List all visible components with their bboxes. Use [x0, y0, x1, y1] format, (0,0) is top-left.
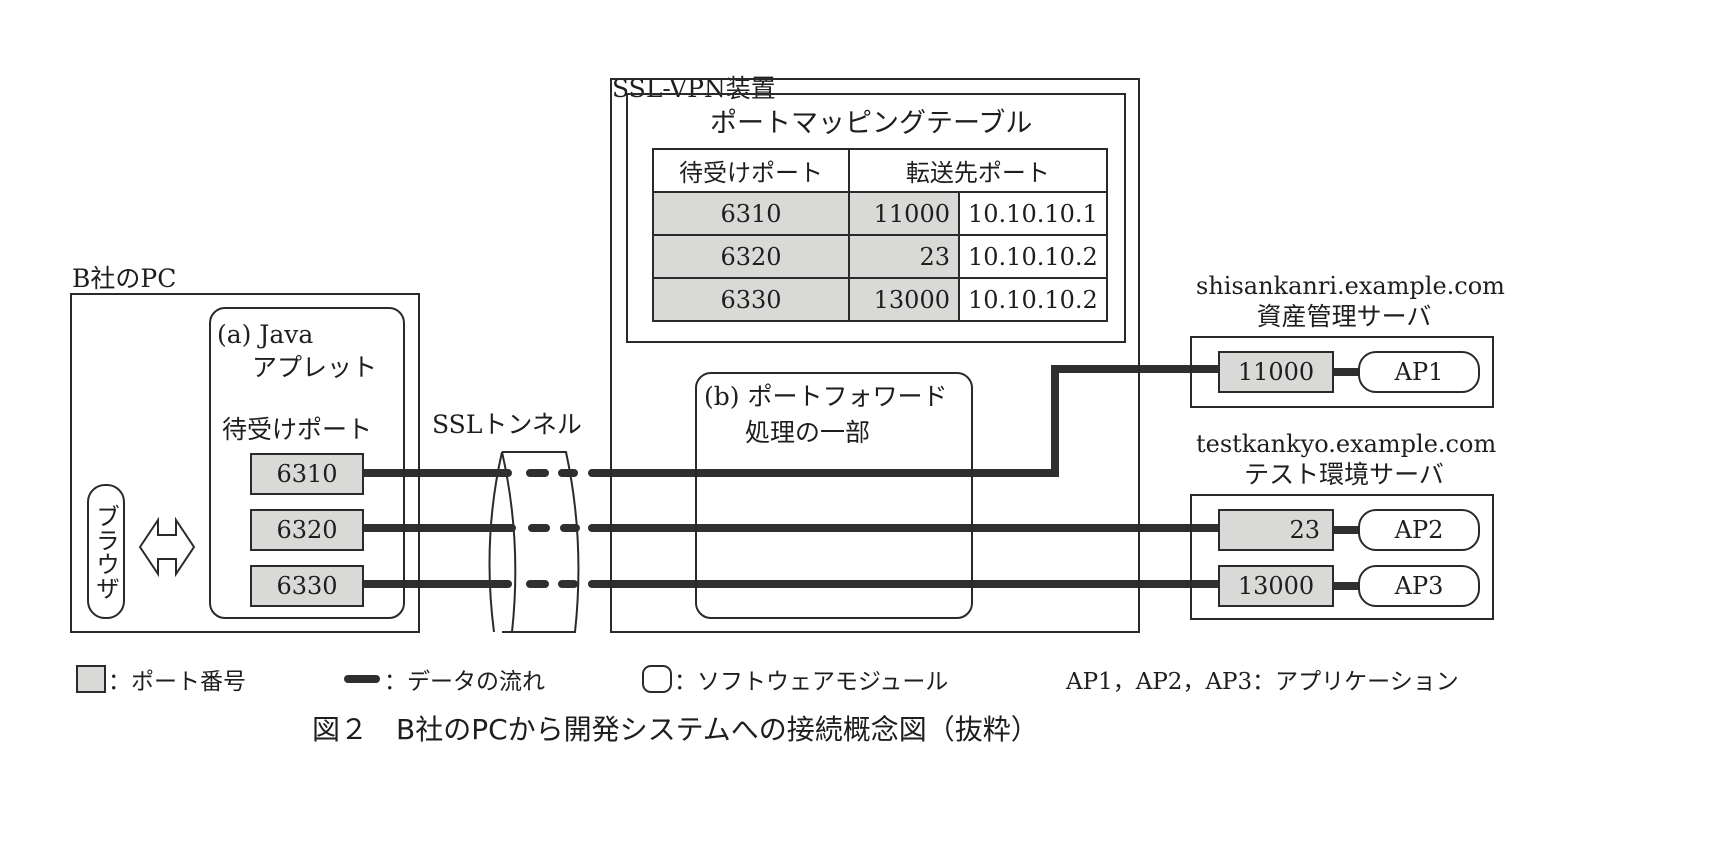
table-row: 6320 23 10.10.10.2	[652, 234, 1108, 279]
server1-box	[1190, 336, 1494, 408]
dest-port-cell: 23	[848, 234, 960, 279]
flow-legend-line	[344, 675, 380, 683]
ssl-tunnel-label: SSLトンネル	[432, 410, 582, 439]
dest-ip-cell: 10.10.10.2	[958, 234, 1108, 279]
port-6330: 6330	[250, 565, 364, 607]
port-mapping-table: 待受けポート 転送先ポート 6310 11000 10.10.10.1 6320…	[652, 148, 1108, 322]
legend-port: ：ポート番号	[76, 662, 246, 696]
app-ap2: AP2	[1358, 509, 1480, 551]
module-legend-swatch	[642, 665, 672, 693]
pc-title: B社のPC	[72, 264, 177, 293]
figure-caption: 図２ B社のPCから開発システムへの接続概念図（抜粋）	[312, 713, 1039, 746]
port-mapping-box	[626, 93, 1126, 343]
port-6320: 6320	[250, 509, 364, 551]
listen-port-cell: 6310	[652, 191, 850, 236]
header-dest-port: 転送先ポート	[848, 148, 1108, 193]
legend-apps: AP1，AP2，AP3：アプリケーション	[1066, 662, 1459, 696]
server1-name: 資産管理サーバ	[1256, 302, 1432, 331]
app-ap3: AP3	[1358, 565, 1480, 607]
header-listen-port: 待受けポート	[652, 148, 850, 193]
app-ap1: AP1	[1358, 351, 1480, 393]
legend-module-text: ：ソフトウェアモジュール	[674, 669, 949, 695]
legend-port-text: ：ポート番号	[108, 669, 246, 695]
dest-port-cell: 11000	[848, 191, 960, 236]
legend-module: ：ソフトウェアモジュール	[642, 662, 948, 696]
port-forward-module	[695, 372, 973, 619]
port-forward-label-2: 処理の一部	[745, 418, 871, 447]
ssl-tunnel-shape	[488, 451, 580, 633]
port-legend-swatch	[76, 665, 106, 693]
server2-port-13000: 13000	[1218, 565, 1334, 607]
table-row: 6330 13000 10.10.10.2	[652, 277, 1108, 322]
table-header-row: 待受けポート 転送先ポート	[652, 148, 1108, 193]
dest-ip-cell: 10.10.10.2	[958, 277, 1108, 322]
data-flow-6310	[360, 365, 1224, 477]
applet-label-2: アプレット	[252, 353, 378, 382]
vpn-title: SSL-VPN装置	[612, 74, 776, 103]
server2-port-23: 23	[1218, 509, 1334, 551]
java-applet-module	[209, 307, 405, 619]
legend-apps-text: AP1，AP2，AP3：アプリケーション	[1066, 669, 1459, 695]
server2-box	[1190, 494, 1494, 620]
dest-ip-cell: 10.10.10.1	[958, 191, 1108, 236]
dest-port-cell: 13000	[848, 277, 960, 322]
legend-flow: ：データの流れ	[344, 662, 545, 696]
port-forward-label-1: (b) ポートフォワード	[704, 382, 948, 411]
bidirectional-arrow-icon	[138, 516, 196, 578]
server1-host: shisankanri.example.com	[1196, 272, 1505, 300]
listen-port-cell: 6330	[652, 277, 850, 322]
server2-name: テスト環境サーバ	[1244, 460, 1444, 489]
applet-label-1: (a) Java	[217, 320, 314, 349]
legend-flow-text: ：データの流れ	[384, 669, 545, 695]
listen-port-cell: 6320	[652, 234, 850, 279]
vpn-box	[610, 78, 1140, 633]
browser-module: ブラウザ	[87, 484, 125, 619]
server1-port: 11000	[1218, 351, 1334, 393]
port-6310: 6310	[250, 453, 364, 495]
server2-host: testkankyo.example.com	[1196, 430, 1497, 458]
listen-port-label: 待受けポート	[222, 415, 373, 444]
port-mapping-title: ポートマッピングテーブル	[710, 108, 1033, 139]
pc-box	[70, 293, 420, 633]
table-row: 6310 11000 10.10.10.1	[652, 191, 1108, 236]
